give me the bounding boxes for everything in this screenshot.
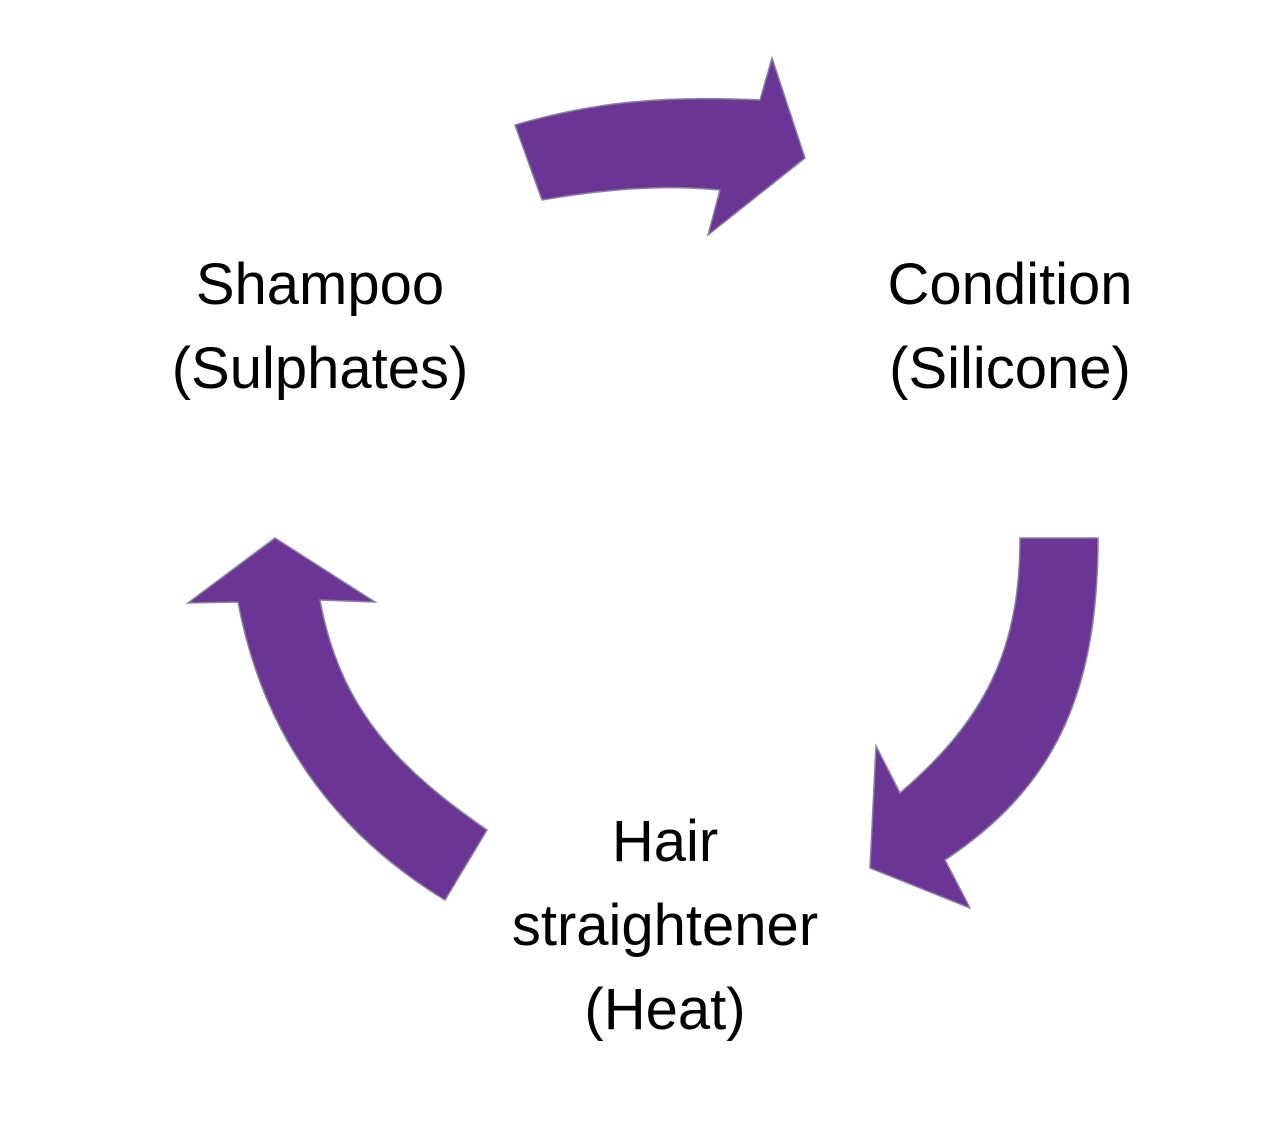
node-condition: Condition (Silicone) [820, 243, 1200, 411]
node-shampoo-line-1: Shampoo [195, 252, 445, 317]
node-hair-line-1: Hair [611, 809, 719, 874]
node-hair-line-3: (Heat) [584, 977, 746, 1042]
node-condition-line-1: Condition [887, 252, 1133, 317]
arrow-shampoo-to-condition [514, 55, 806, 237]
arrow-condition-to-hair [869, 537, 1099, 910]
node-shampoo: Shampoo (Sulphates) [130, 243, 510, 411]
node-condition-line-2: (Silicone) [889, 336, 1131, 401]
arrow-hair-to-shampoo [185, 537, 489, 902]
node-hair-line-2: straightener [511, 893, 819, 958]
node-shampoo-line-2: (Sulphates) [171, 336, 469, 401]
node-hair-straightener: Hair straightener (Heat) [470, 800, 860, 1052]
